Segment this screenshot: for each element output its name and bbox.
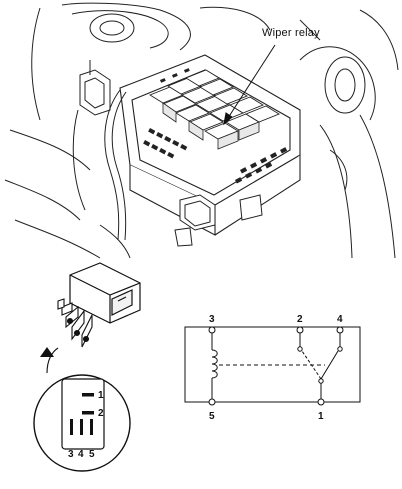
pin-label-3: 3 <box>68 449 74 460</box>
contact-no <box>337 333 343 352</box>
terminal-label-2: 2 <box>297 314 303 325</box>
relay-terminals <box>57 298 93 348</box>
terminal-label-3: 3 <box>209 314 215 325</box>
schematic-frame <box>184 326 361 403</box>
terminal-label-4: 4 <box>337 314 343 325</box>
relay-schematic: 3 2 4 5 1 <box>184 314 361 422</box>
relay-pin-view: 1 2 3 4 5 <box>33 262 141 472</box>
relay-coil <box>211 333 218 399</box>
pin-label-5: 5 <box>89 449 95 460</box>
terminal-label-5: 5 <box>209 411 215 422</box>
pin-blades <box>70 393 94 435</box>
terminal-1 <box>317 398 325 406</box>
wiper-relay-callout-label: Wiper relay <box>262 27 320 39</box>
relay-body <box>69 262 141 324</box>
engine-bay-illustration <box>4 2 399 259</box>
terminal-3 <box>208 326 216 334</box>
terminal-5 <box>208 398 216 406</box>
terminal-label-1: 1 <box>318 411 324 422</box>
terminal-2 <box>296 326 304 334</box>
pin-label-1: 1 <box>98 390 104 401</box>
contact-nc <box>297 333 303 352</box>
pin-label-2: 2 <box>98 408 104 419</box>
pin-label-4: 4 <box>78 449 84 460</box>
view-direction-arrow <box>40 347 59 374</box>
switch-arm <box>301 350 339 399</box>
terminal-4 <box>336 326 344 334</box>
